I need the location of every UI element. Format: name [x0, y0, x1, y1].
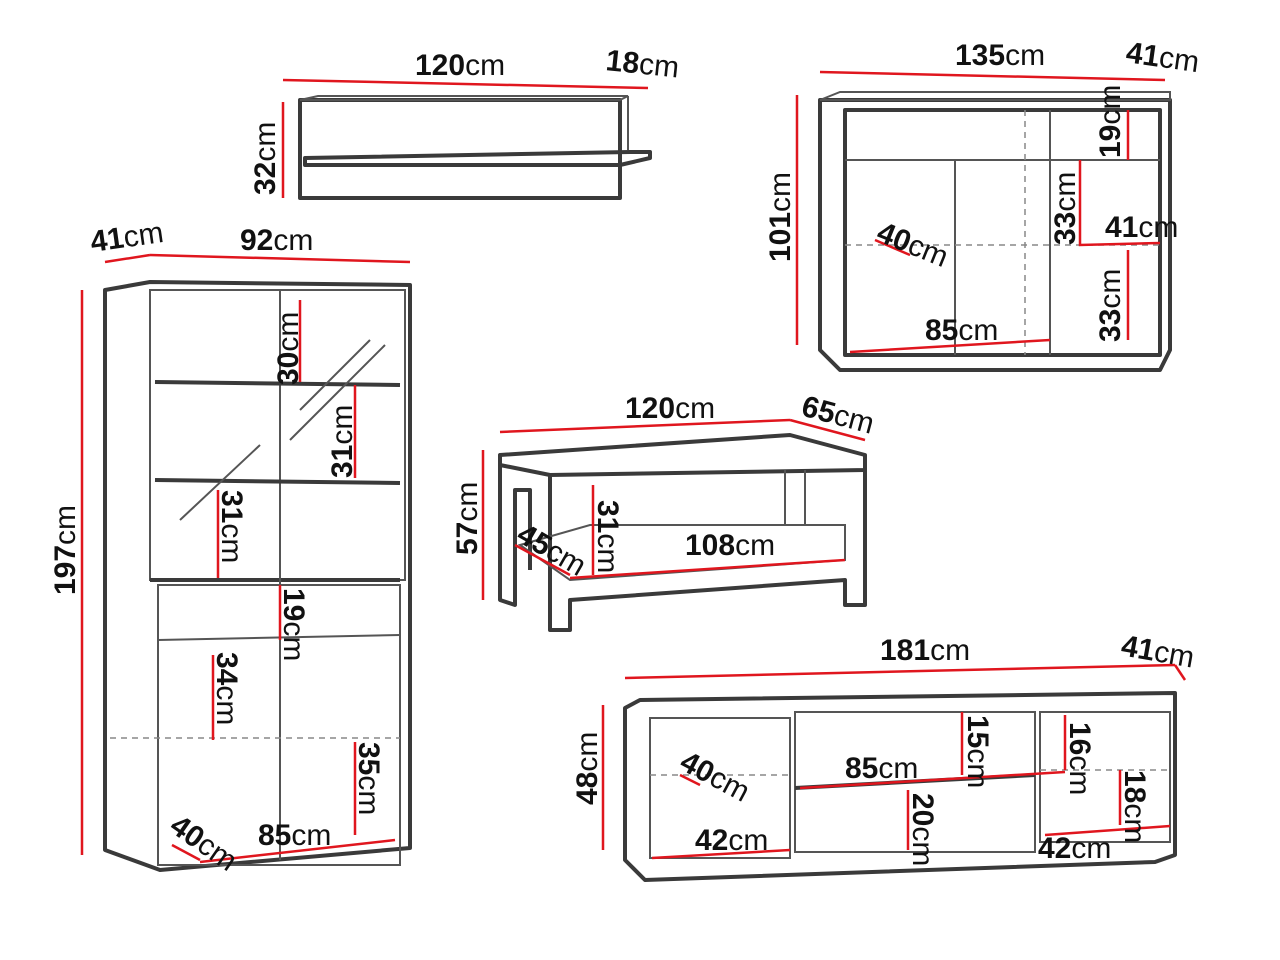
cabinet-shelf-height-label: 34cm — [210, 652, 243, 725]
cabinet-low-glass-height-label: 31cm — [215, 490, 248, 563]
tv-right-width-label: 42cm — [1038, 832, 1111, 865]
table-height-label: 57cm — [451, 482, 484, 555]
shelf-height-label: 32cm — [249, 122, 282, 195]
sideboard-height-label: 101cm — [764, 172, 797, 262]
cabinet-bottom-height-label: 35cm — [352, 742, 385, 815]
cabinet-depth-label: 41cm — [88, 216, 165, 259]
wall-shelf: 120cm 18cm 32cm — [249, 44, 681, 200]
tv-width-label: 181cm — [880, 634, 970, 667]
sideboard-upper-height-label: 33cm — [1049, 172, 1082, 245]
tall-cabinet: 41cm 92cm 197cm 30cm 31cm 31cm 19cm 34cm… — [49, 216, 412, 878]
cabinet-top-height-label: 30cm — [272, 312, 305, 385]
tv-mid-top-height-label: 15cm — [961, 715, 994, 788]
shelf-depth-label: 18cm — [604, 44, 680, 84]
sideboard-depth-label: 41cm — [1124, 36, 1201, 79]
sideboard-width-label: 135cm — [955, 39, 1045, 72]
coffee-table: 120cm 65cm 57cm 31cm 45cm 108cm — [451, 390, 878, 632]
tv-height-label: 48cm — [571, 732, 604, 805]
tv-shelf-depth-label: 40cm — [675, 745, 755, 809]
tv-mid-width-label: 85cm — [845, 752, 918, 785]
sideboard-lower-height-label: 33cm — [1094, 269, 1127, 342]
cabinet-drawer-height-label: 19cm — [277, 588, 310, 661]
tv-unit: 181cm 41cm 48cm 15cm 16cm 40cm 85cm 18cm… — [571, 629, 1197, 882]
tv-mid-bottom-height-label: 20cm — [906, 793, 939, 866]
tv-right-bottom-height-label: 18cm — [1118, 770, 1151, 843]
sideboard-drawer-height-label: 19cm — [1094, 85, 1127, 158]
cabinet-width-label: 92cm — [240, 224, 313, 257]
tv-left-width-label: 42cm — [695, 824, 768, 857]
cabinet-mid-height-label: 31cm — [326, 405, 359, 478]
sideboard-inner-width-label: 85cm — [925, 314, 998, 347]
sideboard-inner-depth-label: 41cm — [1105, 211, 1178, 244]
cabinet-inner-width-label: 85cm — [258, 819, 331, 852]
shelf-width-label: 120cm — [415, 49, 505, 82]
tv-right-top-height-label: 16cm — [1063, 722, 1096, 795]
tv-depth-label: 41cm — [1119, 629, 1197, 674]
cabinet-height-label: 197cm — [49, 505, 82, 595]
table-shelf-gap-label: 31cm — [591, 500, 624, 573]
table-shelf-width-label: 108cm — [685, 529, 775, 562]
sideboard: 135cm 41cm 101cm 19cm 33cm 41cm 40cm 85c… — [764, 36, 1201, 372]
sideboard-shelf-depth-label: 40cm — [872, 216, 952, 274]
table-width-label: 120cm — [625, 392, 715, 425]
